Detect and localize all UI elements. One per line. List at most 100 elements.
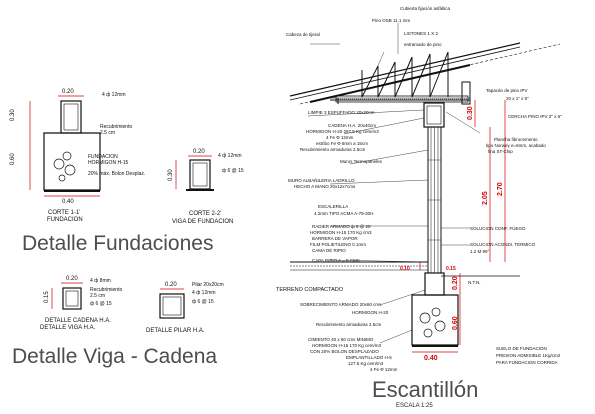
- cadena-rebar: 4 ф 8mm: [90, 278, 111, 284]
- label-alero: LIMPIE 3 ESPUFFADO 20x20cm: [308, 110, 375, 115]
- esc-dim-270: 2.70: [497, 182, 504, 196]
- pilar-estribo: ф 6 @ 15: [192, 299, 214, 305]
- esc-dim-060: 0.60: [452, 316, 459, 330]
- escantillon-dimensions: [412, 100, 506, 353]
- label-muro-1: MURO ALBAÑILERIA LADRILLO: [288, 177, 355, 183]
- corte1-caption-1: CORTE 1-1': [48, 210, 80, 216]
- label-radier-3: BARRERA DE VAPOR: [312, 236, 358, 241]
- corte1-dim-030: 0.30: [10, 109, 16, 121]
- pilar-caption: DETALLE PILAR H.A.: [146, 328, 205, 334]
- label-suelo-1: SUELO DE FUNDACION: [496, 346, 547, 351]
- label-solucion-2: SOLUCION ACONDI. TERMICO: [470, 242, 536, 247]
- esc-dim-015: 0.15: [446, 266, 456, 272]
- label-cimiento-1: CIMIENTO 40 x 60 cms MINIMO: [308, 337, 374, 342]
- escantillon-scale: ESCALA 1:25: [396, 403, 433, 409]
- label-tapacan: Tapacán de pino IPV: [486, 88, 528, 93]
- label-radier-2: HORMIGON H-15 170 Kg cm3: [310, 230, 372, 235]
- label-solucion-3: 1.2 M 99°: [470, 249, 490, 254]
- cadena-dim-015: 0.15: [44, 291, 50, 303]
- cadena-caption-2: DETALLE VIGA H.A.: [40, 325, 96, 331]
- escantillon-dim-text: 0.30 2.05 2.70 0.20 0.60 0.40 0.10 0.15: [400, 106, 504, 362]
- label-muros: Muros Termopaneles: [340, 159, 383, 164]
- label-cimiento-5: 127.5 Kg cem/m3: [348, 361, 384, 366]
- label-entramado: entramado de pino: [404, 42, 442, 47]
- label-radier-5: CAMA DE RIPIO: [312, 248, 346, 253]
- cadena-dim-020: 0.20: [66, 276, 78, 282]
- label-plancha-1: Plancha fibrocemento: [494, 137, 538, 142]
- corte1-rebar: 4 ф 12mm: [102, 92, 126, 98]
- title-escantillon: Escantillón: [372, 377, 479, 402]
- corte2-estribo: ф 6 @ 15: [222, 168, 244, 174]
- label-plancha-3: fina ST-Chip: [488, 149, 513, 154]
- pilar-label-1: Pilar 20x20cm: [192, 282, 224, 288]
- corte2-caption-1: CORTE 2-2': [189, 211, 221, 217]
- cadena-estribo: ф 6 @ 15: [90, 301, 112, 307]
- pilar-detail: [159, 293, 185, 319]
- label-suelo-3: PARA FUNDACION CORRIDA: [496, 360, 558, 365]
- escantillon-labels: Cubierta fijación asfáltica Pino OSB 11.…: [276, 6, 562, 372]
- corte1-recub-val: 2.5 cm: [100, 130, 115, 136]
- label-cimiento-6: 4 Fe Ф 12mm: [370, 367, 398, 372]
- corte1-recub: Recubrimiento: [100, 124, 132, 130]
- pilar-rebar: 4 ф 12mm: [192, 290, 216, 296]
- corte2-dim-030: 0.30: [168, 169, 174, 181]
- wall: [427, 126, 442, 274]
- label-cimiento-4: EMPLANTILLADO H-5: [346, 355, 392, 360]
- cadena-recub-val: 2.5 cm: [90, 293, 105, 299]
- esc-dim-205: 2.05: [482, 191, 489, 205]
- top-cadena: [423, 102, 445, 128]
- corte1-caption-2: FUNDACION: [47, 217, 83, 223]
- label-radier-6: CAPA RIPIO e = 8 CMS: [312, 258, 360, 263]
- cadena-text: 0.20 0.15 4 ф 8mm Recubrimiento 2.5 cm ф…: [40, 276, 122, 331]
- corte1-fund-3: 20% máx. Bolon Desplaz.: [88, 171, 145, 177]
- label-pino: Pino OSB 11.1 mm: [372, 18, 410, 23]
- cadena-caption-1: DETALLE CADENA H.A.: [45, 318, 111, 324]
- cadena-recub: Recubrimiento: [90, 287, 122, 293]
- label-radier-1: RADIER ARMADO ф 8 @ 20: [312, 224, 371, 229]
- label-sobrecimiento-1: SOBRECIMIENTO ARMADO 20x60 cms: [300, 302, 382, 307]
- cadena-detail: [62, 287, 82, 310]
- corte1-dim-060: 0.60: [10, 153, 16, 165]
- label-tapacan-2: 20 x 1" x 6": [506, 96, 529, 101]
- corte1-fund-1: FUNDACION: [88, 154, 118, 160]
- corte1-dim-020: 0.20: [62, 89, 74, 95]
- corte-1-dimensions: [29, 95, 100, 197]
- label-cimiento-3: CON 20% BOLON DESPLAZADO: [310, 349, 379, 354]
- esc-dim-020: 0.20: [452, 276, 459, 290]
- label-cadena-2: HORMIGON H-20 287,5 Kg cem/m3: [306, 129, 379, 134]
- pilar-dim-020: 0.20: [165, 282, 177, 288]
- label-ntn: N.T.N.: [468, 280, 481, 285]
- label-cercha: CERCHA PINO IPV 2" x 6": [508, 114, 562, 119]
- label-sobrecimiento-3: Recubrimiento armaduras 2.5cm: [316, 322, 382, 327]
- corte-1-text: 0.20 0.40 0.30 0.60 4 ф 12mm Recubrimien…: [10, 89, 145, 223]
- label-cadena-1: CADENA H.A. 20x40cm: [328, 123, 376, 128]
- label-radier-4: FILM POLIETILENO 0.1mm: [310, 242, 366, 247]
- ceiling-band: [335, 95, 469, 103]
- floor-slab: [290, 261, 520, 277]
- label-terreno: TERRENO COMPACTADO: [276, 287, 344, 293]
- esc-dim-030: 0.30: [467, 106, 474, 120]
- label-cadena-3: 4 Fe Ф 12mm: [326, 135, 354, 140]
- foundation-block: [411, 272, 459, 347]
- label-esc-1: ESCALERILLA: [318, 204, 348, 209]
- title-detalle-fundaciones: Detalle Fundaciones: [22, 232, 214, 255]
- label-cubierta: Cubierta fijación asfáltica: [400, 6, 451, 11]
- corte-2-viga: [186, 159, 214, 191]
- corte2-caption-2: VIGA DE FUNDACION: [172, 219, 233, 225]
- label-sobrecimiento-2: HORMIGON H-20: [352, 310, 389, 315]
- label-solucion-1: SOLUCION CONF. FUEGO: [470, 226, 526, 231]
- corte1-dim-040: 0.40: [62, 199, 74, 205]
- esc-dim-040: 0.40: [424, 355, 438, 362]
- corte1-fund-2: HORMIGON H-15: [88, 160, 129, 166]
- label-esc-2: 4.2mm TIPO ACMA A-79-30H: [314, 211, 373, 216]
- corte2-rebar: 4 ф 12mm: [218, 153, 242, 159]
- label-plancha-2: tipo Norwey e=6mm, acabado: [486, 143, 546, 148]
- corte-2-dimensions: [175, 155, 212, 189]
- label-caballete: Cabeza de tijeral: [286, 32, 320, 37]
- label-cadena-5: Recubrimiento armaduras 2.5cm: [300, 147, 366, 152]
- cadena-dimensions: [51, 282, 83, 309]
- esc-dim-010: 0.10: [400, 266, 410, 272]
- corte-1-fundacion: [43, 100, 101, 192]
- label-listones: LISTONES 1 X 2: [404, 31, 438, 36]
